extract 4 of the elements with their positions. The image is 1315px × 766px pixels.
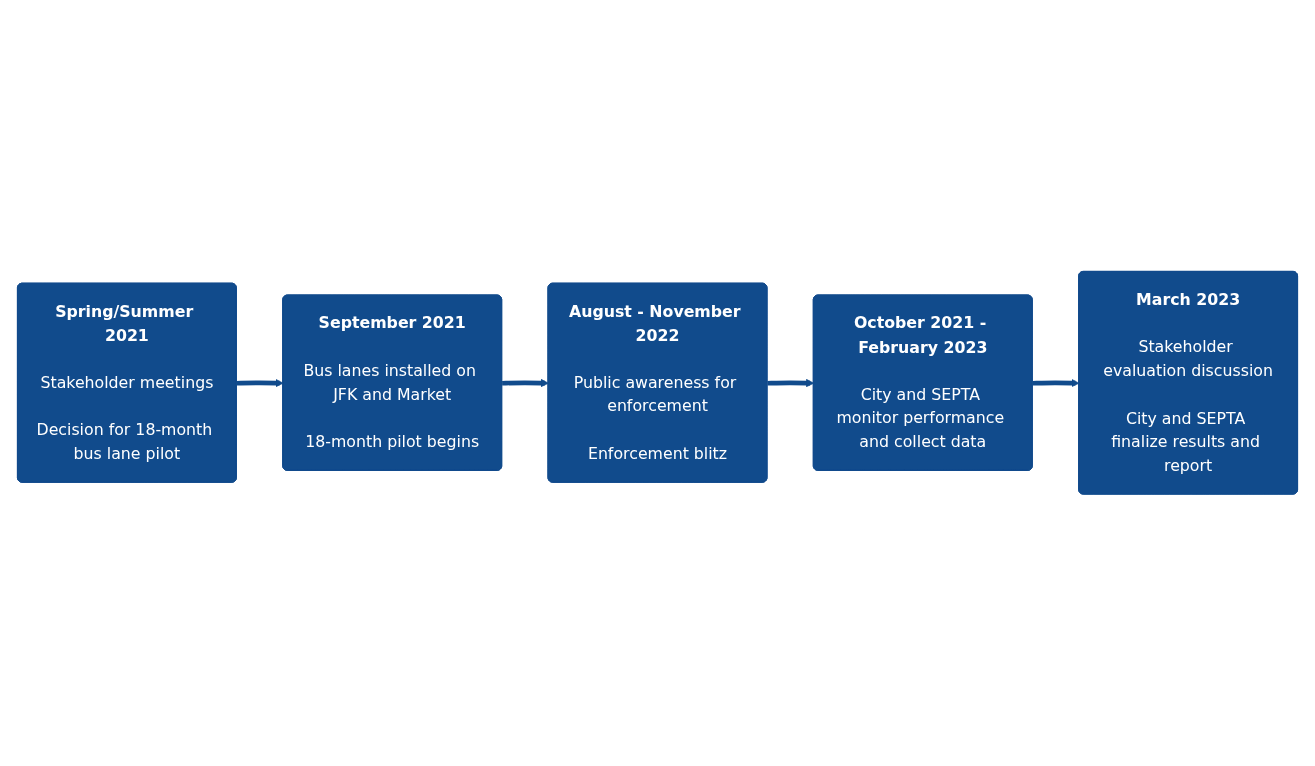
arrow: [767, 379, 815, 388]
arrow: [1032, 379, 1080, 388]
arrow: [236, 379, 284, 388]
arrow: [502, 379, 549, 388]
